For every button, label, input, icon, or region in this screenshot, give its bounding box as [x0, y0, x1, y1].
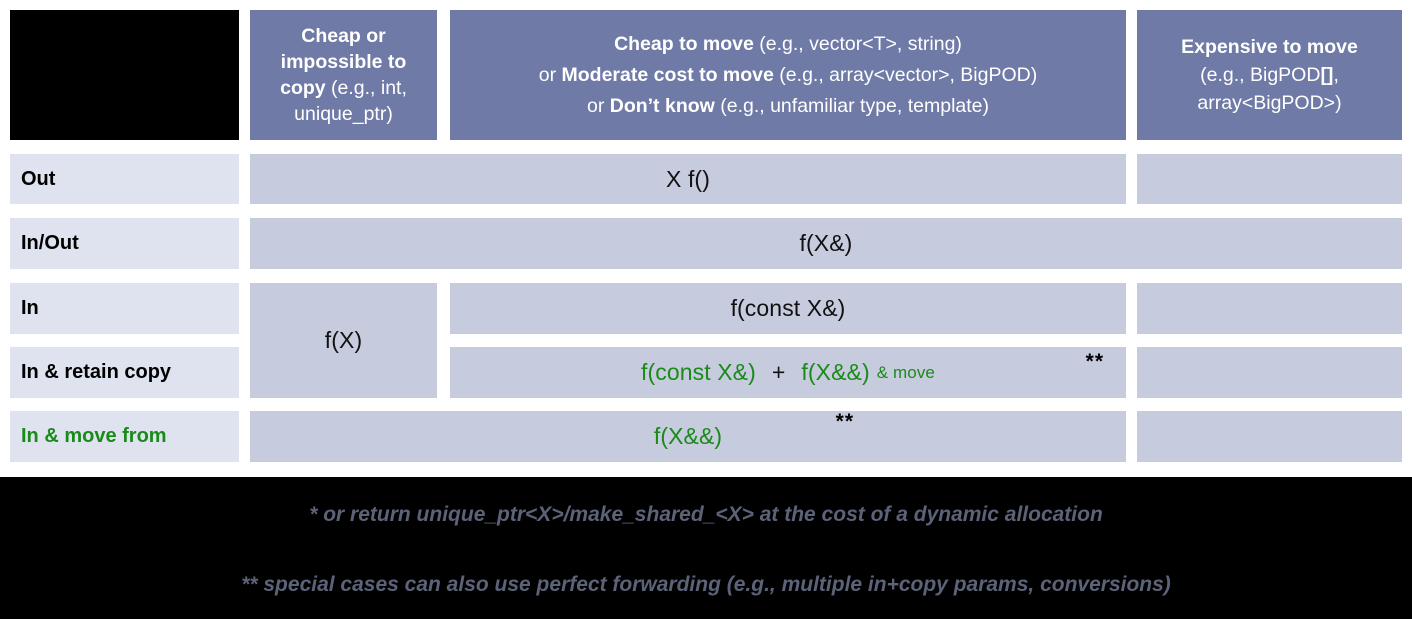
cell-out-return-by-value: X f() — [250, 154, 1126, 204]
header-line-1: Cheap to move (e.g., vector<T>, string) — [614, 32, 962, 55]
cell-in-move-from-rvalue-ref: f(X&&) ** — [250, 411, 1126, 462]
row-label-text: In & retain copy — [21, 361, 172, 383]
row-label-in-retain-copy: In & retain copy — [10, 347, 239, 398]
cell-in-retain-copy-overloads: f(const X&) + f(X&&) & move ** — [450, 347, 1126, 398]
header-cheap-to-move: Cheap to move (e.g., vector<T>, string) … — [450, 10, 1126, 140]
cell-value-plus: + — [771, 359, 786, 385]
header-expensive-to-move: Expensive to move (e.g., BigPOD[], array… — [1137, 10, 1402, 140]
cell-value: f(X) — [324, 327, 363, 353]
cell-in-out-ref: f(X&) — [250, 218, 1402, 269]
cell-value-rvalue-ref: f(X&&) — [801, 359, 870, 385]
cell-out-expensive-empty — [1137, 154, 1402, 204]
header-line-2: (e.g., BigPOD[], — [1200, 64, 1339, 86]
cell-value: f(X&) — [799, 230, 853, 256]
cell-in-move-from-expensive-empty — [1137, 411, 1402, 462]
footnote-double-asterisk: ** special cases can also use perfect fo… — [241, 573, 1171, 596]
header-line-1: Expensive to move — [1181, 36, 1358, 58]
row-label-in-move-from: In & move from — [10, 411, 239, 462]
cell-value: X f() — [666, 165, 710, 192]
cell-value-const-ref: f(const X&) — [641, 359, 756, 385]
header-line-3: or Don’t know (e.g., unfamiliar type, te… — [586, 94, 990, 117]
row-label-text: In/Out — [21, 232, 79, 254]
row-label-text: Out — [21, 167, 56, 190]
header-line-3: copy (e.g., int, — [280, 77, 407, 99]
cell-value-and-move: & move — [876, 362, 935, 382]
footnote-marker-double-asterisk: ** — [1085, 350, 1104, 373]
header-line-3: array<BigPOD>) — [1197, 92, 1342, 114]
row-label-in: In — [10, 283, 239, 334]
row-label-text: In — [21, 297, 39, 319]
row-label-text: In & move from — [21, 425, 167, 447]
cell-value: f(X&&) — [653, 423, 723, 449]
row-label-out: Out — [10, 154, 239, 204]
header-line-2: or Moderate cost to move (e.g., array<ve… — [538, 63, 1038, 86]
cell-in-by-value: f(X) — [250, 283, 437, 398]
footnotes-bar: * or return unique_ptr<X>/make_shared_<X… — [0, 477, 1412, 619]
table-corner-cell — [10, 10, 239, 140]
header-line-2: impossible to — [280, 51, 407, 73]
cell-in-expensive-empty — [1137, 283, 1402, 334]
header-line-4: unique_ptr) — [294, 103, 393, 125]
footnote-single-asterisk: * or return unique_ptr<X>/make_shared_<X… — [309, 503, 1103, 526]
cell-value: f(const X&) — [730, 295, 846, 321]
header-line-1: Cheap or — [301, 25, 386, 47]
cell-in-retain-copy-expensive-empty — [1137, 347, 1402, 398]
row-label-in-out: In/Out — [10, 218, 239, 269]
header-cheap-or-impossible-to-copy: Cheap or impossible to copy (e.g., int, … — [250, 10, 437, 140]
footnote-marker-double-asterisk: ** — [835, 410, 854, 433]
cell-in-const-ref: f(const X&) — [450, 283, 1126, 334]
